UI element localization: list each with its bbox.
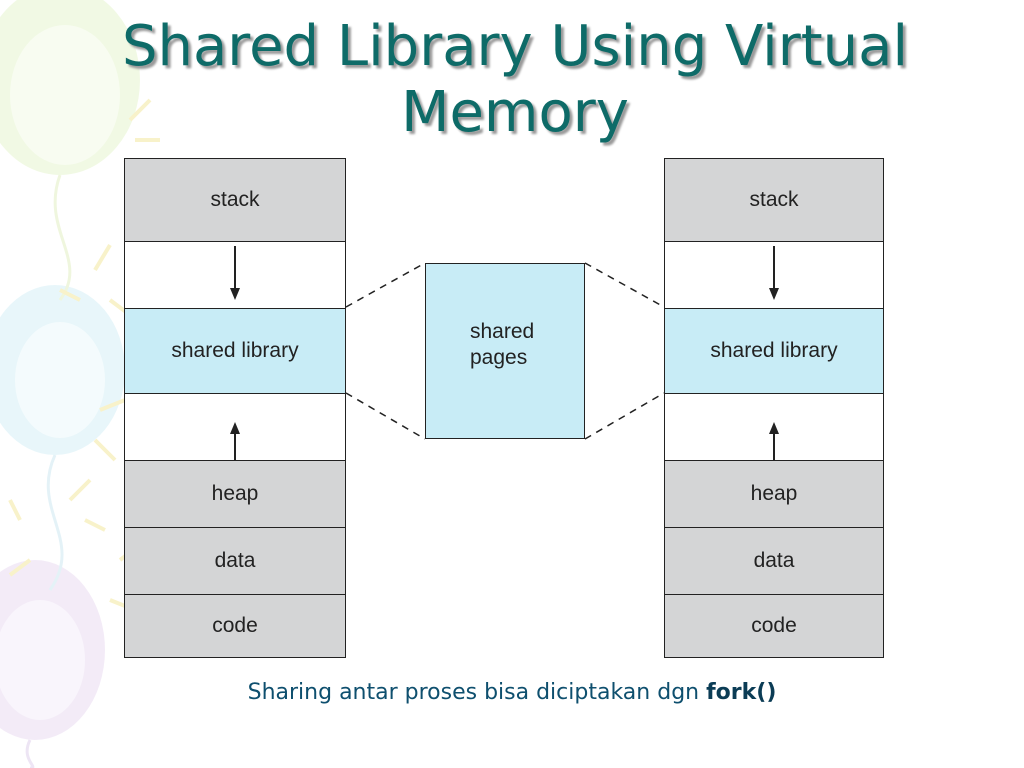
segment-heap: heap (125, 460, 345, 527)
shared-pages-line-2: pages (470, 346, 528, 369)
segment-label: stack (210, 188, 260, 211)
segment-shared-library: shared library (125, 308, 345, 393)
arrow-down-icon (230, 246, 240, 300)
title-line-1: Shared Library Using Virtual (121, 14, 909, 79)
segment-label: shared library (710, 339, 838, 362)
caption-text: Sharing antar proses bisa diciptakan dgn (247, 680, 707, 705)
segment-label: heap (750, 482, 798, 505)
segment-free-lower (125, 393, 345, 460)
connector-right-bottom (584, 392, 665, 440)
segment-free-lower (665, 393, 883, 460)
segment-label: data (214, 549, 256, 572)
segment-data: data (125, 527, 345, 594)
connector-right-top (584, 262, 665, 308)
segment-shared-library: shared library (665, 308, 883, 393)
connector-left-top (345, 262, 426, 308)
segment-label: stack (749, 188, 799, 211)
segment-label: heap (211, 482, 259, 505)
segment-data: data (665, 527, 883, 594)
segment-stack: stack (125, 159, 345, 241)
shared-pages-box: shared pages (425, 263, 585, 439)
segment-label: shared library (171, 339, 299, 362)
shared-pages-line-1: shared (470, 320, 535, 343)
segment-heap: heap (665, 460, 883, 527)
arrow-down-icon (769, 246, 779, 300)
arrow-up-icon (769, 422, 779, 460)
arrow-up-icon (230, 422, 240, 460)
slide-title: Shared Library Using Virtual Memory (60, 14, 970, 146)
connector-left-bottom (345, 392, 426, 440)
process-address-space-left: stack shared library heap data code (124, 158, 346, 658)
process-address-space-right: stack shared library heap data code (664, 158, 884, 658)
segment-code: code (125, 594, 345, 657)
segment-code: code (665, 594, 883, 657)
caption-emphasis: fork() (706, 680, 777, 705)
title-line-2: Memory (401, 80, 629, 145)
slide-caption: Sharing antar proses bisa diciptakan dgn… (0, 680, 1024, 705)
segment-label: code (212, 614, 258, 637)
segment-label: data (753, 549, 795, 572)
segment-label: code (751, 614, 797, 637)
segment-free-upper (665, 241, 883, 308)
segment-free-upper (125, 241, 345, 308)
segment-stack: stack (665, 159, 883, 241)
